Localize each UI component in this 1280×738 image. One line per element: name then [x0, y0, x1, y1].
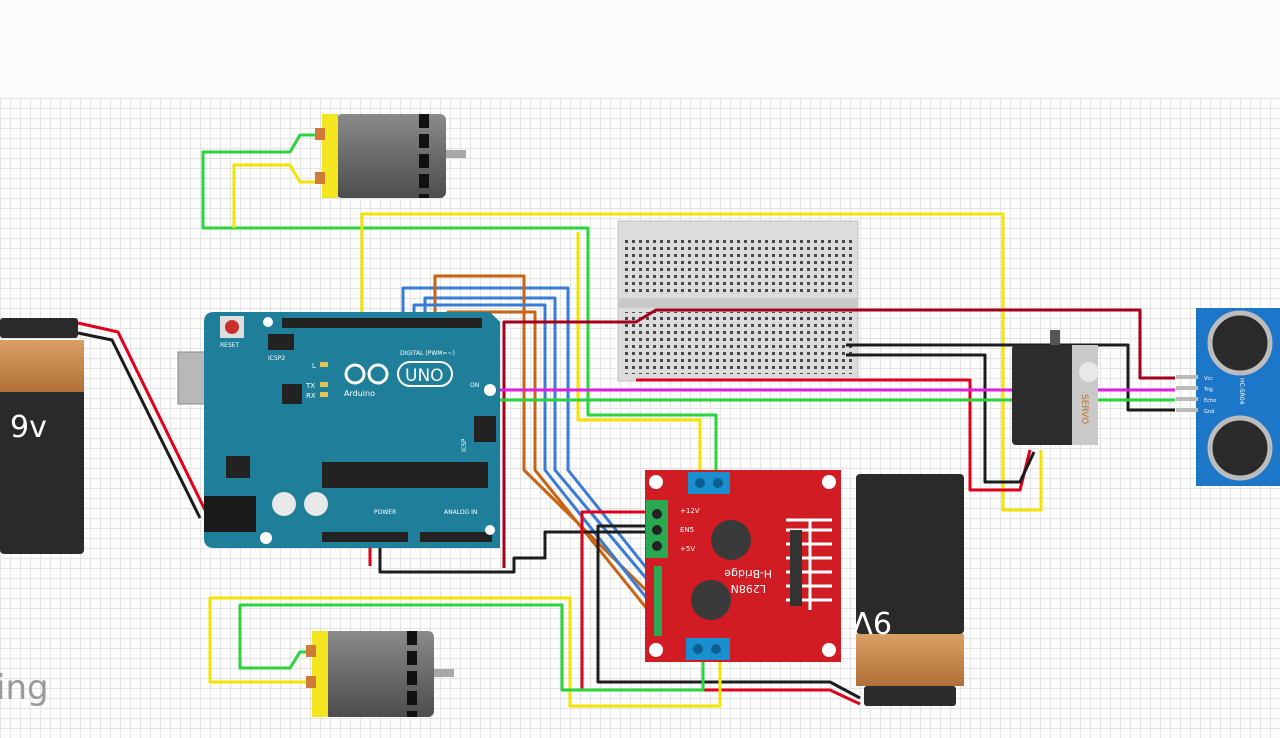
battery-9v-right[interactable]: 9V [852, 474, 964, 706]
hbridge-pin-12v: +12V [680, 507, 700, 515]
icsp-label: ICSP [461, 438, 468, 452]
servo-label: SERVO [1079, 394, 1089, 424]
wire-black-hb [596, 524, 861, 700]
wire-yellow-a [576, 232, 702, 478]
led-label-l: L [312, 362, 316, 370]
wire-black-bb [846, 343, 1175, 412]
wire-orange-1 [433, 274, 658, 602]
wire-blue-1 [401, 286, 658, 581]
on-label: ON [470, 382, 479, 389]
breadboard[interactable] [617, 220, 859, 382]
wire-green-motor-bottom [238, 603, 705, 692]
sensor-pin-vcc: Vcc [1204, 376, 1213, 382]
wire-yellow-motor-top [232, 163, 322, 228]
led-label-rx: RX [306, 392, 316, 400]
sensor-pin-gnd: Gnd [1204, 409, 1214, 415]
battery-right-label: 9V [852, 604, 892, 639]
icsp2-label: ICSP2 [268, 355, 285, 362]
led-label-tx: TX [305, 382, 315, 390]
l298n-h-bridge[interactable]: +12V EN5 +5V H-Bridge L298N [645, 470, 841, 662]
ultrasonic-sensor[interactable]: Vcc Trig Echo Gnd HC-SR04 [1176, 308, 1280, 486]
dc-motor-top[interactable] [315, 114, 466, 198]
sensor-pin-echo: Echo [1204, 398, 1216, 404]
wire-black-gnd [378, 530, 656, 574]
battery-left-label: 9v [10, 410, 47, 445]
servo-motor[interactable]: SERVO [1012, 330, 1099, 445]
wires [77, 133, 1175, 708]
wire-black-battery [77, 331, 202, 519]
hbridge-pin-en5: EN5 [680, 526, 694, 534]
analog-label: ANALOG IN [444, 509, 477, 516]
wire-yellow-servo [360, 212, 1043, 512]
hbridge-pin-5v: +5V [680, 545, 695, 553]
arduino-brand: Arduino [344, 389, 375, 398]
sensor-pin-trig: Trig [1203, 387, 1213, 393]
wire-yellow-motor-bottom [208, 596, 722, 708]
hbridge-name: H-Bridge [724, 567, 772, 580]
power-label: POWER [374, 509, 396, 516]
hbridge-chip: L298N [731, 582, 766, 595]
wire-darkred-power [502, 308, 1175, 568]
reset-label: RESET [220, 342, 240, 349]
uno-label: UNO [405, 366, 444, 386]
arduino-uno[interactable]: RESET ICSP2 DIGITAL (PWM=~) L TX RX UNO … [177, 312, 500, 548]
wire-green-motor-top [201, 133, 718, 478]
sensor-model: HC-SR04 [1238, 378, 1245, 405]
wire-red-battery [77, 321, 207, 511]
top-toolbar-area [0, 0, 1280, 98]
dc-motor-bottom[interactable] [306, 631, 454, 717]
battery-9v-left[interactable]: 9v [0, 318, 84, 554]
arduino-infinity-logo [344, 363, 389, 385]
digital-label: DIGITAL (PWM=~) [400, 350, 455, 357]
watermark-text: ing [0, 668, 49, 708]
wire-black-servo [846, 353, 1036, 484]
